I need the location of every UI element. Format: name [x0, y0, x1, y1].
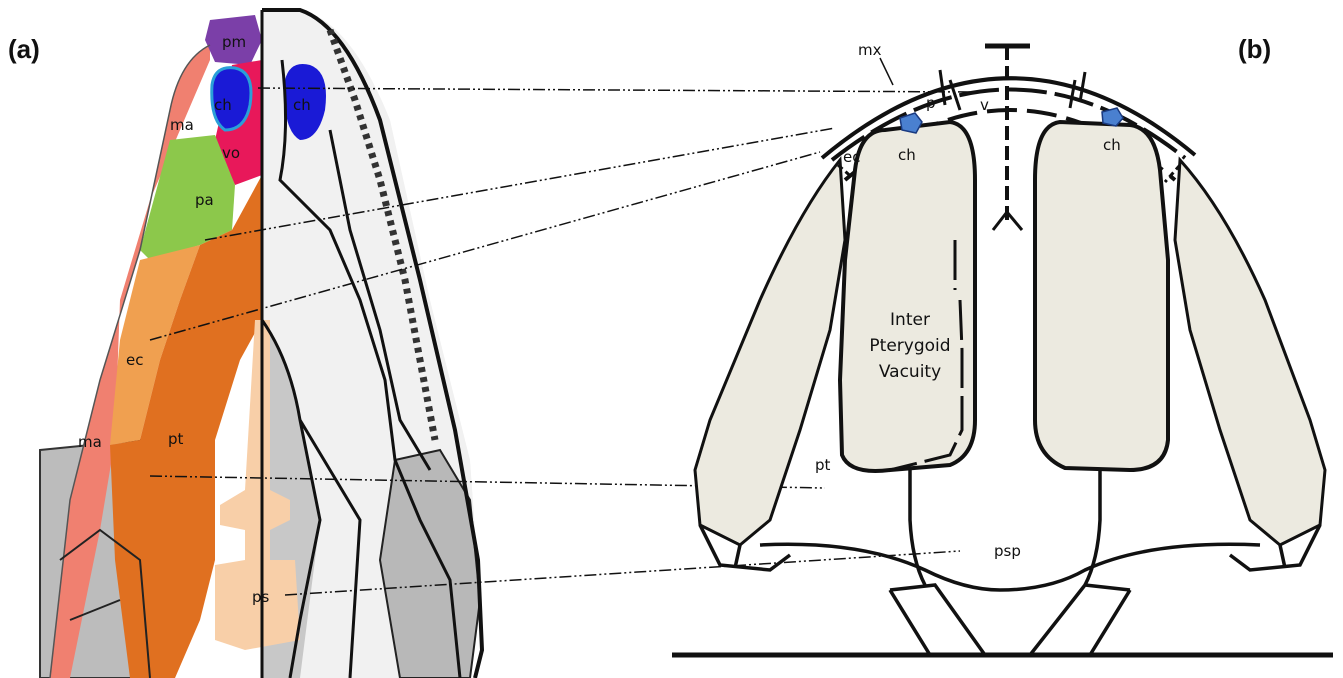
label-vacuity-1: Inter [890, 310, 930, 330]
label-ma-lower: ma [78, 433, 102, 451]
label-ec-b: ec [843, 148, 860, 166]
left-condyle [890, 585, 985, 655]
right-lateral-flange [1175, 160, 1325, 545]
label-vo: vo [222, 144, 240, 162]
vomer-fork [993, 212, 1022, 230]
label-mx: mx [858, 41, 882, 59]
label-ps: ps [252, 588, 270, 606]
label-vacuity-2: Pterygoid [869, 336, 950, 356]
panel-b: (b) [672, 34, 1333, 655]
panel-label-b: (b) [1238, 34, 1271, 64]
mx-pointer [880, 58, 893, 85]
label-pt-b: pt [815, 456, 831, 474]
label-pt-a: pt [168, 430, 184, 448]
label-psp: psp [994, 542, 1021, 560]
label-ch-right-b: ch [1103, 136, 1121, 154]
label-vacuity-3: Vacuity [879, 362, 941, 382]
label-ch-left-b: ch [898, 146, 916, 164]
right-interpterygoid-vacuity [1035, 122, 1168, 470]
label-ma-upper: ma [170, 116, 194, 134]
parasphenoid-stem [910, 470, 1100, 585]
palatine-left-marks [940, 70, 960, 110]
label-pm: pm [222, 33, 246, 51]
right-condyle [1030, 585, 1130, 655]
label-v: v [980, 96, 989, 114]
left-interpterygoid-vacuity [840, 122, 975, 471]
label-pa: pa [195, 191, 214, 209]
panel-a: (a) pm ch ch ma vo pa ec ma pt ps [8, 10, 482, 678]
panel-label-a: (a) [8, 34, 40, 64]
left-lateral-flange [695, 160, 845, 545]
label-ch-right: ch [293, 96, 311, 114]
label-p: p [926, 94, 936, 112]
label-ch-left: ch [214, 96, 232, 114]
label-ec: ec [126, 351, 143, 369]
